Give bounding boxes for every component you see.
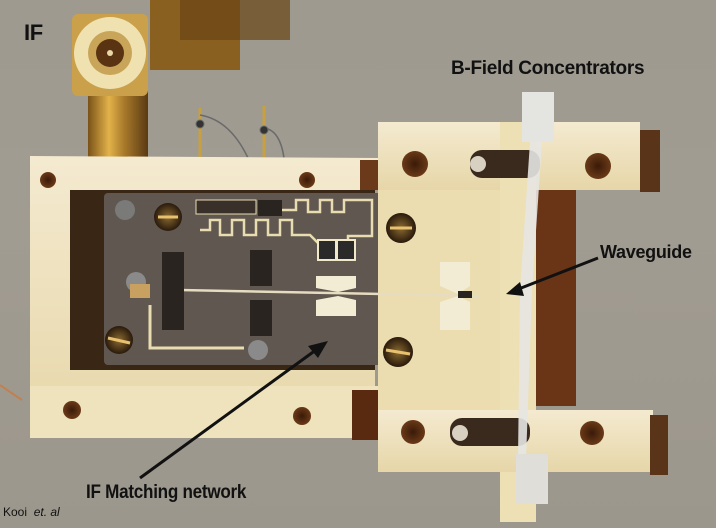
if-connector-label: IF xyxy=(24,20,43,45)
annotation-arrows xyxy=(139,256,599,480)
credit-author: Kooi xyxy=(3,505,28,519)
if-matching-arrow-head xyxy=(308,341,328,358)
bias-pins xyxy=(195,106,285,159)
b-field-concentrators xyxy=(516,92,554,504)
if-matching-network-label: IF Matching network xyxy=(86,482,247,503)
sma-connector xyxy=(72,0,290,160)
b-field-concentrators-label: B-Field Concentrators xyxy=(451,58,645,79)
waveguide-arrow xyxy=(515,256,599,292)
if-matching-arrow xyxy=(139,345,321,480)
waveguide-arrow-head xyxy=(506,282,524,296)
screws xyxy=(105,200,416,367)
if-matching-network-circuit xyxy=(126,198,481,360)
photo-credit: Kooi et. al xyxy=(3,505,60,519)
waveguide-label: Waveguide xyxy=(600,242,692,262)
credit-suffix: et. al xyxy=(33,505,60,519)
